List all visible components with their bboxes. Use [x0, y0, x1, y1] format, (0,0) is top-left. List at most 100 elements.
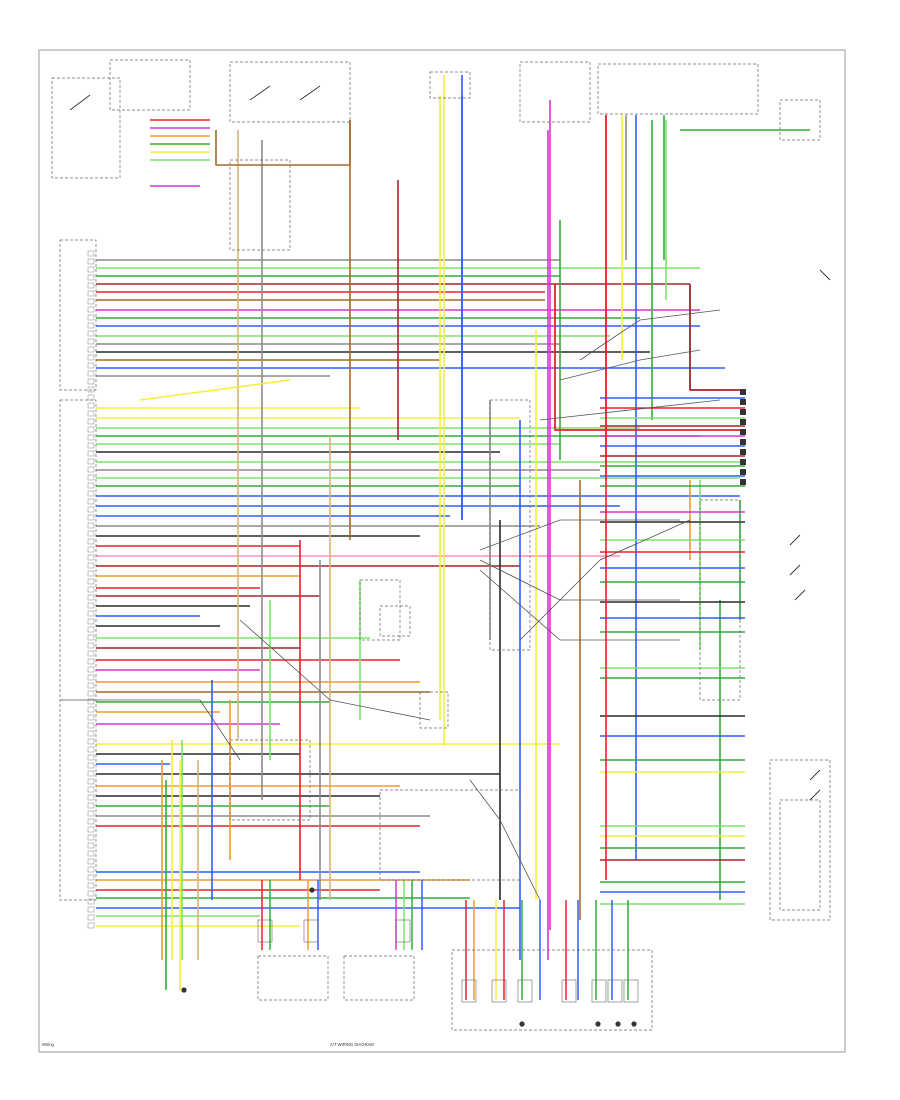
ecm-pin: [87, 634, 95, 641]
ecm-pin: [87, 794, 95, 801]
ecm-pin: [87, 762, 95, 769]
ecm-pin: [87, 650, 95, 657]
ecm-pin: [87, 306, 95, 313]
ecm-pin: [87, 554, 95, 561]
wire: [539, 399, 721, 421]
wire: [469, 779, 541, 901]
switch-contact: [819, 269, 831, 281]
connector-pin: [740, 479, 746, 485]
ecm-pin: [87, 730, 95, 737]
component-box: [229, 61, 351, 123]
sensor-connector: [257, 919, 273, 943]
connector-pin: [740, 459, 746, 465]
ecm-pin: [87, 810, 95, 817]
ecm-pin: [87, 666, 95, 673]
switch-contact: [299, 85, 321, 101]
switch-contact: [794, 589, 806, 601]
wire: [689, 284, 745, 391]
sensor-connector: [491, 979, 507, 1003]
ecm-pin: [87, 786, 95, 793]
component-box: [597, 63, 759, 115]
component-box: [779, 99, 821, 141]
ground-icon: [615, 1021, 621, 1027]
ecm-pin: [87, 274, 95, 281]
wire: [215, 120, 351, 166]
ecm-pin: [87, 714, 95, 721]
ground-icon: [631, 1021, 637, 1027]
switch-contact: [809, 789, 821, 801]
ground-icon: [181, 987, 187, 993]
component-box: [59, 399, 97, 901]
ecm-pin: [87, 594, 95, 601]
component-box: [699, 499, 741, 701]
sensor-connector: [395, 919, 411, 943]
sensor-connector: [623, 979, 639, 1003]
ecm-pin: [87, 642, 95, 649]
component-box: [429, 71, 471, 99]
connector-pin: [740, 419, 746, 425]
connector-pin: [740, 399, 746, 405]
component-box: [51, 77, 121, 179]
sensor-connector: [517, 979, 533, 1003]
ecm-pin: [87, 698, 95, 705]
switch-contact: [789, 534, 801, 546]
switch-contact: [249, 85, 271, 101]
component-box: [343, 955, 415, 1001]
ecm-pin: [87, 674, 95, 681]
ecm-pin: [87, 602, 95, 609]
ecm-pin: [87, 682, 95, 689]
ecm-pin: [87, 354, 95, 361]
ecm-pin: [87, 266, 95, 273]
ecm-pin: [87, 858, 95, 865]
ecm-pin: [87, 394, 95, 401]
ecm-pin: [87, 826, 95, 833]
ecm-pin: [87, 722, 95, 729]
ecm-pin: [87, 250, 95, 257]
component-box: [419, 691, 449, 729]
ecm-pin: [87, 386, 95, 393]
ecm-pin: [87, 474, 95, 481]
connector-pin: [740, 409, 746, 415]
wire-bundle: [60, 75, 810, 1000]
ecm-pin: [87, 434, 95, 441]
ecm-pin: [87, 546, 95, 553]
switch-contact: [69, 94, 91, 111]
ecm-pin: [87, 498, 95, 505]
ecm-pin: [87, 898, 95, 905]
ecm-pin: [87, 610, 95, 617]
ecm-pin: [87, 834, 95, 841]
ecm-pin: [87, 530, 95, 537]
ecm-pin: [87, 562, 95, 569]
ecm-pin: [87, 514, 95, 521]
wire: [554, 284, 745, 431]
ecm-pin: [87, 522, 95, 529]
connector-pin: [740, 449, 746, 455]
ecm-pin: [87, 738, 95, 745]
ecm-pin: [87, 586, 95, 593]
component-box: [229, 739, 311, 821]
ecm-pin: [87, 378, 95, 385]
ecm-pin: [87, 906, 95, 913]
ecm-pin: [87, 410, 95, 417]
sensor-connector: [561, 979, 577, 1003]
sensor-connector: [303, 919, 319, 943]
ecm-pin: [87, 914, 95, 921]
connector-pin: [740, 439, 746, 445]
ecm-pin: [87, 506, 95, 513]
component-box: [779, 799, 821, 911]
wire: [139, 379, 291, 401]
connector-pin: [740, 469, 746, 475]
ecm-pin: [87, 890, 95, 897]
ecm-pin: [87, 746, 95, 753]
ecm-pin: [87, 482, 95, 489]
component-box: [489, 399, 531, 651]
ecm-pin: [87, 578, 95, 585]
diagram-border: [38, 49, 846, 1053]
connector-pin: [740, 389, 746, 395]
ecm-pin: [87, 570, 95, 577]
component-box: [109, 59, 191, 111]
ecm-pin: [87, 754, 95, 761]
component-box: [229, 159, 291, 251]
component-box: [519, 61, 591, 123]
ecm-pin: [87, 770, 95, 777]
